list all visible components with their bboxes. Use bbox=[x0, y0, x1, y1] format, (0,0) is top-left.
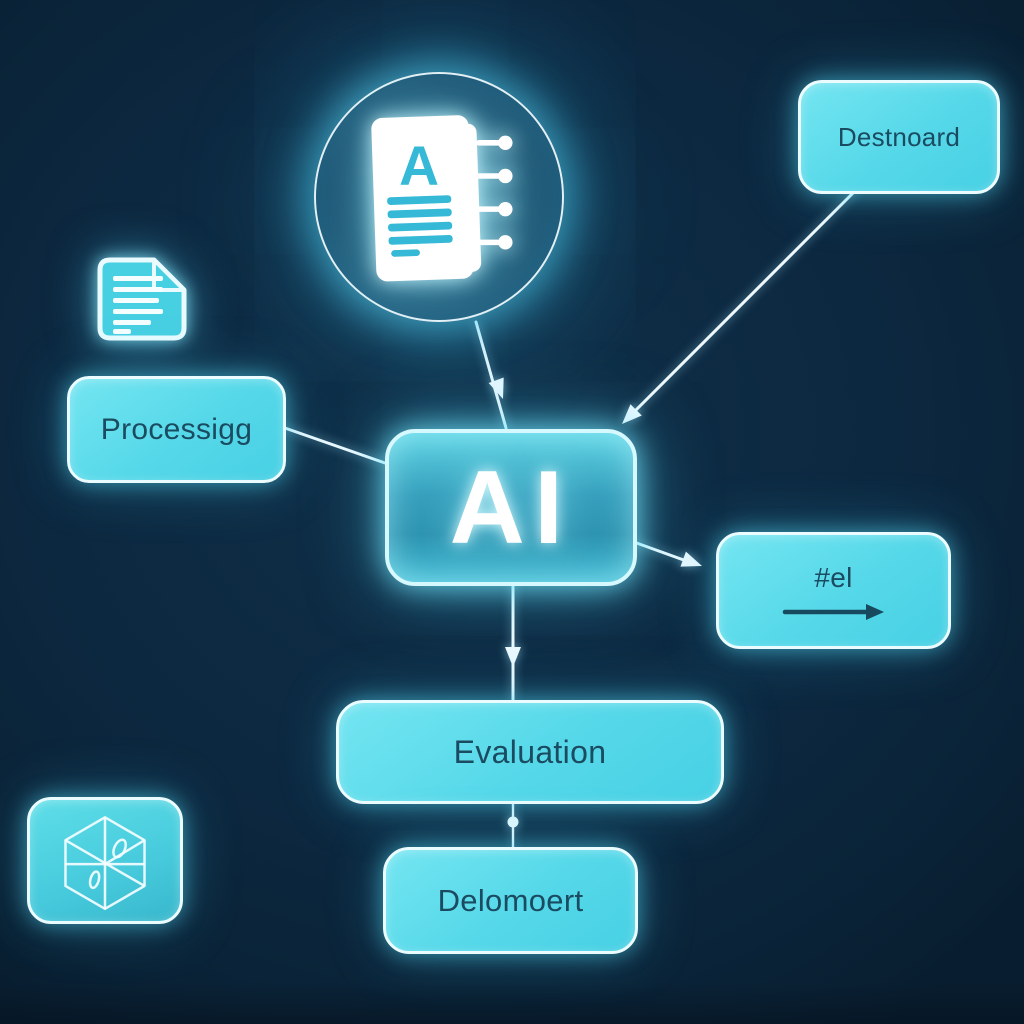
arrowhead bbox=[622, 404, 642, 424]
notebook-icon: A bbox=[371, 115, 513, 282]
cube-icon bbox=[64, 815, 146, 910]
node-el: #el bbox=[716, 532, 951, 649]
arrowhead bbox=[488, 377, 504, 399]
right-arrow-icon bbox=[782, 604, 884, 620]
arrowhead bbox=[505, 647, 521, 667]
edge-notebook-ai bbox=[474, 320, 508, 430]
node-dashboard-label: Destnoard bbox=[837, 121, 961, 152]
folded-corner-icon bbox=[152, 258, 186, 292]
arrowhead bbox=[680, 551, 702, 567]
notebook-monogram: A bbox=[399, 135, 439, 197]
binder-pins-icon bbox=[476, 140, 502, 246]
notebook-text-lines-icon bbox=[387, 195, 453, 257]
edge-dot bbox=[507, 816, 519, 828]
node-evaluation-label: Evaluation bbox=[453, 733, 607, 770]
edge-ai-el bbox=[629, 539, 694, 565]
node-ai: AI bbox=[385, 429, 637, 586]
edge-processing-ai bbox=[280, 425, 387, 465]
edge-dashboard-ai bbox=[624, 188, 858, 422]
node-ai-label: AI bbox=[449, 449, 573, 566]
node-cube-tile bbox=[27, 797, 183, 924]
document-text-lines-icon bbox=[113, 276, 163, 334]
node-notebook-circle: A bbox=[314, 72, 564, 322]
document-icon bbox=[97, 257, 187, 341]
node-el-label: #el bbox=[814, 562, 853, 593]
node-processing-label: Processigg bbox=[100, 412, 253, 446]
node-dashboard: Destnoard bbox=[798, 80, 1000, 194]
node-processing: Processigg bbox=[67, 376, 286, 483]
node-deployment: Delomoert bbox=[383, 847, 638, 954]
node-evaluation: Evaluation bbox=[336, 700, 724, 804]
node-deployment-label: Delomoert bbox=[437, 882, 584, 918]
